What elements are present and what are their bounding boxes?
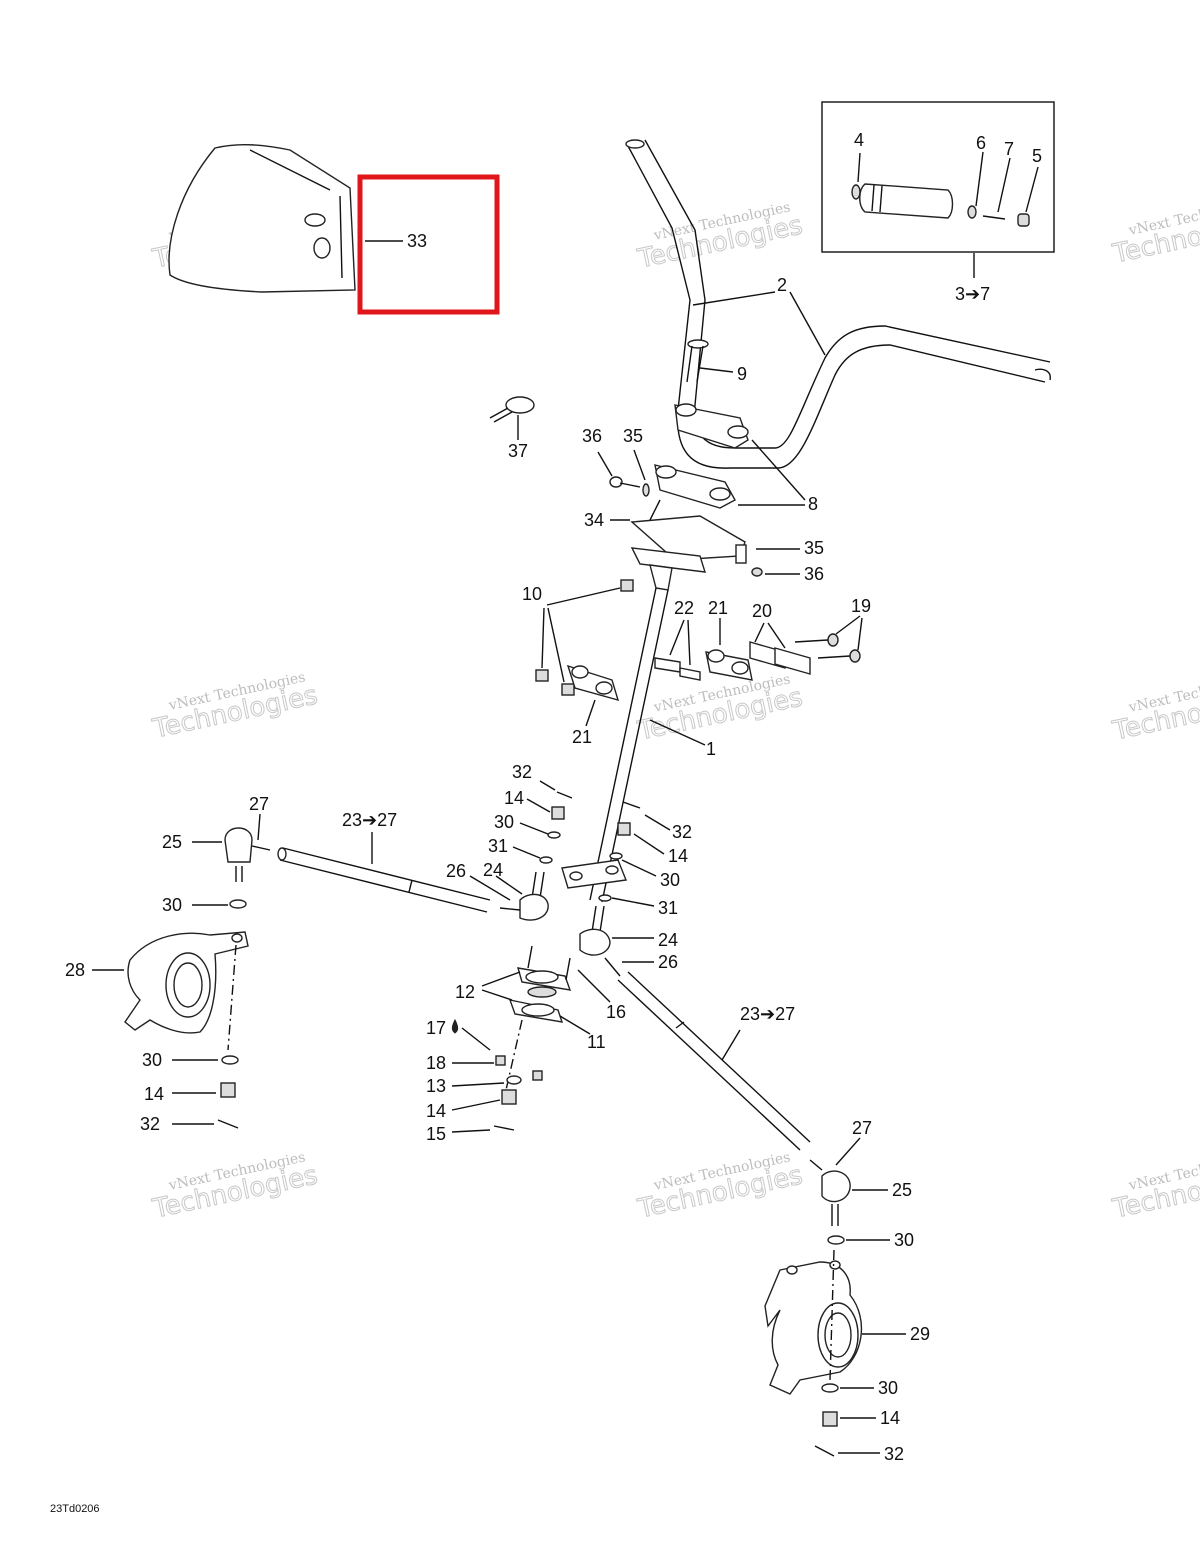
callout-14-d[interactable]: 14 bbox=[144, 1084, 164, 1104]
callout-26-a[interactable]: 26 bbox=[446, 861, 466, 881]
callout-30-c[interactable]: 30 bbox=[162, 895, 182, 915]
part-21-block-left[interactable] bbox=[566, 664, 620, 702]
callout-30-b[interactable]: 30 bbox=[660, 870, 680, 890]
diagram-code: 23Td0206 bbox=[50, 1503, 100, 1515]
part-36-screw-upper[interactable] bbox=[609, 476, 641, 488]
tie-rod-left[interactable] bbox=[277, 847, 491, 913]
watermarks: vNext Technologies Technologies vNext Te… bbox=[149, 194, 1200, 1225]
callout-27-left[interactable]: 27 bbox=[249, 794, 269, 814]
callout-30-e[interactable]: 30 bbox=[894, 1230, 914, 1250]
callout-27-right[interactable]: 27 bbox=[852, 1118, 872, 1138]
left-hardware-stack[interactable] bbox=[539, 791, 573, 864]
part-8-clamps[interactable] bbox=[654, 403, 749, 509]
callout-2[interactable]: 2 bbox=[777, 275, 787, 295]
callout-31-a[interactable]: 31 bbox=[488, 836, 508, 856]
callout-35-lower[interactable]: 35 bbox=[804, 538, 824, 558]
callout-37[interactable]: 37 bbox=[508, 441, 528, 461]
callout-30-f[interactable]: 30 bbox=[878, 1378, 898, 1398]
callout-32-d[interactable]: 32 bbox=[884, 1444, 904, 1464]
callout-12[interactable]: 12 bbox=[455, 982, 475, 1002]
callout-14-e[interactable]: 14 bbox=[880, 1408, 900, 1428]
part-19-bolts[interactable] bbox=[794, 633, 861, 663]
part-35-washer-upper[interactable] bbox=[642, 483, 650, 497]
callout-10[interactable]: 10 bbox=[522, 584, 542, 604]
callout-23-to-27-left[interactable]: 23➔27 bbox=[342, 810, 397, 830]
steering-arm-plate[interactable] bbox=[561, 859, 627, 889]
callout-14-c[interactable]: 14 bbox=[426, 1101, 446, 1121]
callout-24-b[interactable]: 24 bbox=[658, 930, 678, 950]
part-24-ball-joint-right[interactable] bbox=[579, 905, 621, 977]
callout-24-a[interactable]: 24 bbox=[483, 860, 503, 880]
callout-14-b[interactable]: 14 bbox=[668, 846, 688, 866]
callout-14-a[interactable]: 14 bbox=[504, 788, 524, 808]
callout-1[interactable]: 1 bbox=[706, 739, 716, 759]
callout-20[interactable]: 20 bbox=[752, 601, 772, 621]
callout-32-c[interactable]: 32 bbox=[140, 1114, 160, 1134]
callout-30-d[interactable]: 30 bbox=[142, 1050, 162, 1070]
callout-36-lower[interactable]: 36 bbox=[804, 564, 824, 584]
callout-26-b[interactable]: 26 bbox=[658, 952, 678, 972]
callout-33[interactable]: 33 bbox=[407, 231, 427, 251]
callout-18[interactable]: 18 bbox=[426, 1053, 446, 1073]
callout-25-right[interactable]: 25 bbox=[892, 1180, 912, 1200]
callout-28[interactable]: 28 bbox=[65, 960, 85, 980]
highlight-box[interactable] bbox=[357, 174, 500, 315]
callout-7[interactable]: 7 bbox=[1004, 139, 1014, 159]
callout-13[interactable]: 13 bbox=[426, 1076, 446, 1096]
callout-34[interactable]: 34 bbox=[584, 510, 604, 530]
part-24-ball-joint-left[interactable] bbox=[499, 871, 549, 921]
callout-11[interactable]: 11 bbox=[587, 1032, 606, 1052]
callout-22[interactable]: 22 bbox=[674, 598, 694, 618]
callout-21-lower[interactable]: 21 bbox=[572, 727, 592, 747]
part-33-handlebar-cover[interactable] bbox=[168, 144, 356, 293]
callout-16[interactable]: 16 bbox=[606, 1002, 626, 1022]
callout-15[interactable]: 15 bbox=[426, 1124, 446, 1144]
part-1-steering-column[interactable] bbox=[589, 547, 706, 903]
callout-9[interactable]: 9 bbox=[737, 364, 747, 384]
callout-8[interactable]: 8 bbox=[808, 494, 818, 514]
callout-35-upper[interactable]: 35 bbox=[623, 426, 643, 446]
part-9-bolt[interactable] bbox=[686, 339, 709, 383]
part-21-block-right[interactable] bbox=[705, 649, 753, 681]
callout-32-b[interactable]: 32 bbox=[672, 822, 692, 842]
callout-3-to-7[interactable]: 3➔7 bbox=[955, 284, 990, 304]
part-12-bearing-plates[interactable] bbox=[508, 945, 572, 1023]
tie-rod-right[interactable] bbox=[617, 971, 811, 1151]
callout-6[interactable]: 6 bbox=[976, 133, 986, 153]
part-17-grease-drop[interactable] bbox=[451, 1018, 459, 1034]
callout-23-to-27-right[interactable]: 23➔27 bbox=[740, 1004, 795, 1024]
callout-4[interactable]: 4 bbox=[854, 130, 864, 150]
callout-17[interactable]: 17 bbox=[426, 1018, 446, 1038]
callout-21-upper[interactable]: 21 bbox=[708, 598, 728, 618]
part-37-clip[interactable] bbox=[489, 396, 535, 423]
callout-32-a[interactable]: 32 bbox=[512, 762, 532, 782]
callout-29[interactable]: 29 bbox=[910, 1324, 930, 1344]
callout-25-left[interactable]: 25 bbox=[162, 832, 182, 852]
callout-5[interactable]: 5 bbox=[1032, 146, 1042, 166]
right-hardware-stack[interactable] bbox=[598, 801, 641, 902]
part-22-spacers[interactable] bbox=[654, 657, 701, 681]
part-25-ball-joint-right[interactable] bbox=[809, 1159, 851, 1226]
part-28-steering-knuckle[interactable] bbox=[124, 931, 249, 1034]
part-25-ball-joint-left[interactable] bbox=[224, 827, 271, 882]
part-20-plates[interactable] bbox=[749, 641, 811, 675]
grip-inset bbox=[821, 101, 1055, 278]
callout-31-b[interactable]: 31 bbox=[658, 898, 678, 918]
part-10-nuts[interactable] bbox=[535, 579, 634, 696]
part-29-steering-knuckle[interactable] bbox=[764, 1260, 863, 1395]
callout-36-upper[interactable]: 36 bbox=[582, 426, 602, 446]
callout-19[interactable]: 19 bbox=[851, 596, 871, 616]
callout-30-a[interactable]: 30 bbox=[494, 812, 514, 832]
